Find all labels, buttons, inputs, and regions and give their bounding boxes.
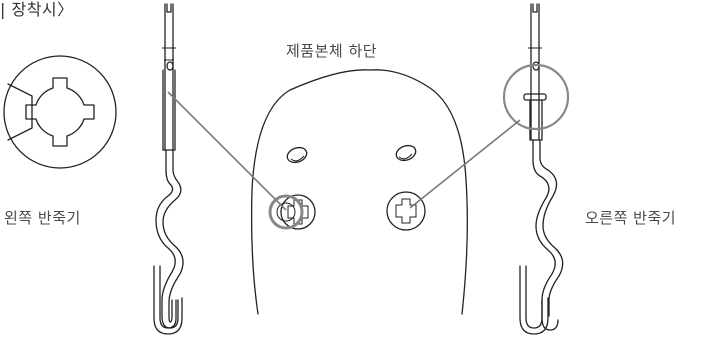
- header-label: | 장착시〉: [0, 0, 74, 19]
- left-socket-detail-circle: [3, 55, 117, 169]
- product-base-label: 제품본체 하단: [286, 42, 378, 60]
- right-collar-highlight-circle: [502, 63, 570, 131]
- left-callout-line: [167, 91, 287, 211]
- base-hole-right: [395, 144, 417, 162]
- right-hook-label: 오른쪽 반죽기: [585, 209, 677, 227]
- right-dough-hook: [519, 3, 564, 335]
- product-base-outline: [250, 69, 468, 315]
- base-hole-left: [286, 146, 308, 164]
- left-socket-key-shape: [25, 77, 95, 147]
- left-hook-label: 왼쪽 반죽기: [4, 209, 81, 227]
- right-callout-line: [409, 119, 521, 209]
- left-dough-hook: [153, 3, 184, 335]
- left-socket-clamp: [7, 83, 33, 141]
- base-socket-left: [268, 194, 316, 230]
- base-socket-right: [386, 191, 426, 231]
